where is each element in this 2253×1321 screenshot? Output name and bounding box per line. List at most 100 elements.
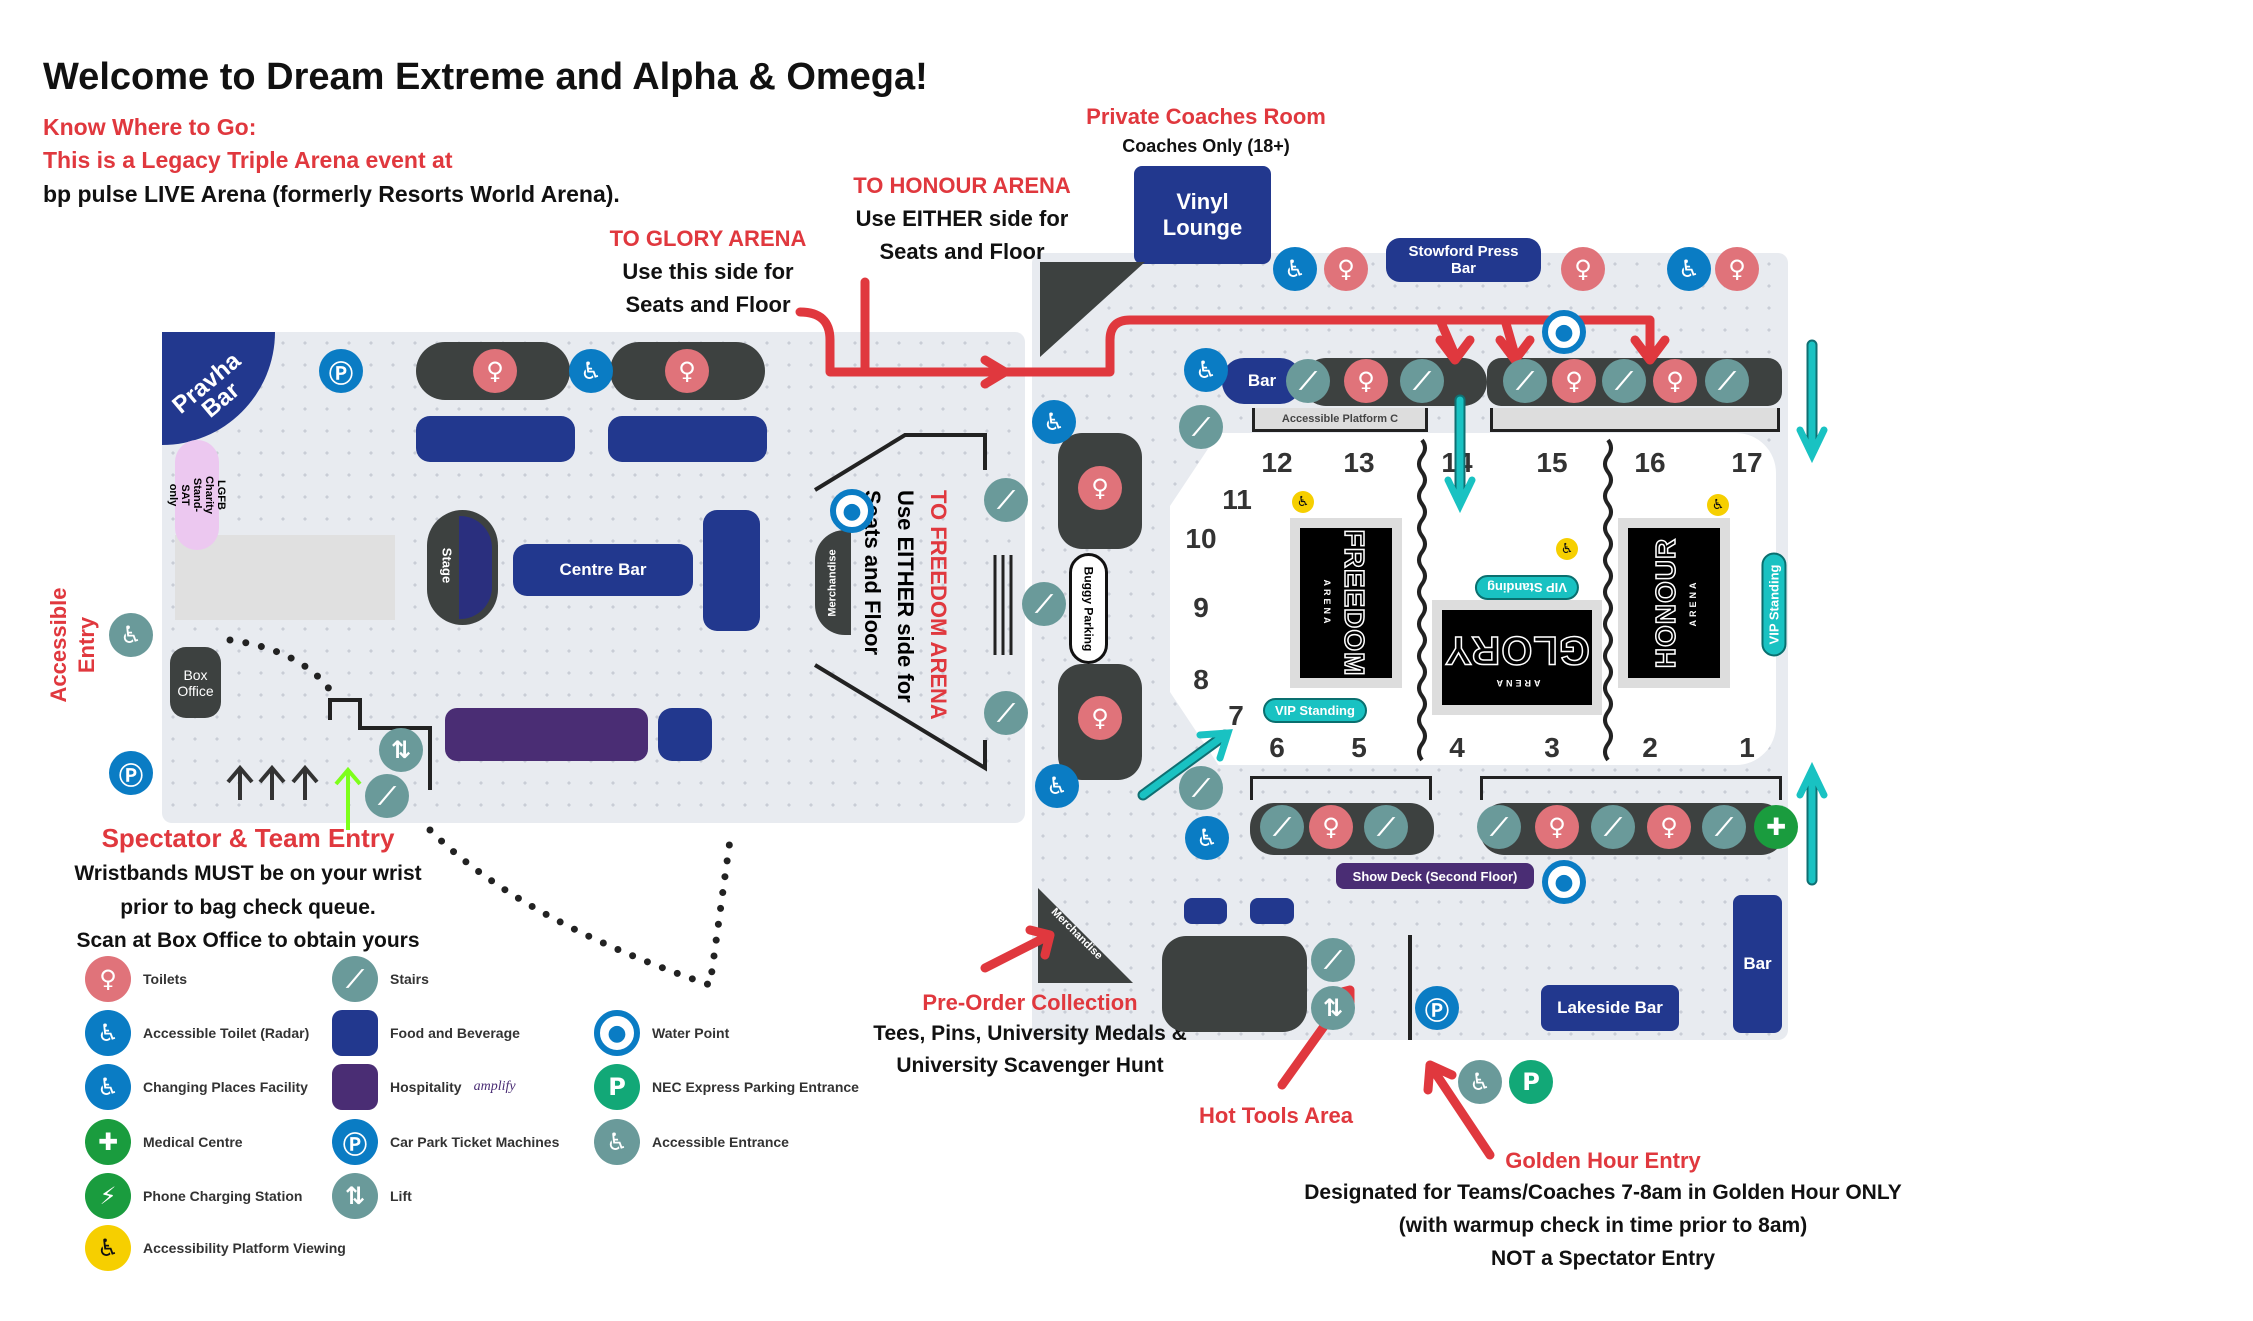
stairs-icon: ⟋	[1179, 766, 1223, 810]
legend-label: Phone Charging Station	[143, 1188, 303, 1204]
hospitality-icon	[332, 1064, 378, 1110]
golden-l3: NOT a Spectator Entry	[1490, 1247, 1716, 1270]
accessible-toilet-icon: ♿	[1035, 764, 1079, 808]
legend-label: Accessible Toilet (Radar)	[143, 1025, 310, 1041]
accessibility-platform-icon: ♿	[1556, 538, 1578, 560]
car-park-ticket-icon: Ⓟ	[332, 1119, 378, 1165]
toilet-icon: ♀	[1561, 247, 1605, 291]
legend-label: Food and Beverage	[390, 1025, 520, 1041]
toilet-icon: ♀	[1324, 247, 1368, 291]
legend-label: Stairs	[390, 971, 429, 987]
toilet-icon: ♀	[1309, 805, 1353, 849]
food-outlet	[1184, 898, 1227, 924]
honour-callout-l1: Use EITHER side for	[855, 206, 1069, 231]
accessible-entrance-icon: ♿	[594, 1119, 640, 1165]
toilet-icon: ♀	[1535, 805, 1579, 849]
stairs-icon: ⟋	[1591, 805, 1635, 849]
changing-places-icon: ♿	[85, 1064, 131, 1110]
stairs-icon: ⟋	[984, 691, 1028, 735]
legend-label: Accessible Entrance	[652, 1134, 789, 1150]
legend-item-accessible-entrance: ♿ Accessible Entrance	[594, 1119, 789, 1165]
accessible-toilet-icon: ♿	[1184, 348, 1228, 392]
legend-item-toilet: ♀Toilets	[85, 956, 187, 1002]
arena-dividers	[328, 438, 1613, 1040]
accessible-toilet-icon: ♿	[1032, 400, 1076, 444]
legend-label: Car Park Ticket Machines	[390, 1134, 560, 1150]
golden-l2: (with warmup check in time prior to 8am)	[1398, 1214, 1808, 1237]
lift-icon: ⇅	[1311, 986, 1355, 1030]
stairs-icon: ⟋	[1705, 359, 1749, 403]
food-beverage-icon	[332, 1010, 378, 1056]
car-park-ticket-icon: Ⓟ	[109, 751, 153, 795]
golden-hour-title: Golden Hour Entry	[1505, 1148, 1701, 1173]
amplify-logo: amplify	[473, 1079, 516, 1094]
golden-hour-arrow	[1423, 1060, 1495, 1160]
medical-icon: ✚	[85, 1119, 131, 1165]
water-point-icon: ●	[830, 489, 874, 533]
food-outlet	[416, 416, 575, 462]
vinyl-lounge: Vinyl Lounge	[1134, 166, 1271, 264]
food-outlet	[1250, 898, 1294, 924]
legend-label: Hospitality	[390, 1079, 462, 1095]
stairs-icon: ⟋	[1022, 582, 1066, 626]
stairs-icon: ⟋	[1702, 805, 1746, 849]
box-office: Box Office	[170, 647, 221, 718]
legend-label: Medical Centre	[143, 1134, 243, 1150]
hot-tools-area	[1162, 936, 1307, 1032]
toilet-icon: ♀	[473, 349, 517, 393]
nec-parking-icon: P	[594, 1064, 640, 1110]
medical-centre-icon: ✚	[1754, 805, 1798, 849]
merchandise-stand: Merchandise	[815, 530, 851, 635]
stairs-icon: ⟋	[1503, 359, 1547, 403]
toilet-icon: ♀	[1715, 247, 1759, 291]
legend-item-hospitality: Hospitality amplify	[332, 1064, 516, 1110]
toilet-icon: ♀	[665, 349, 709, 393]
private-coaches-sub: Coaches Only (18+)	[1122, 136, 1290, 156]
subtitle-line-3: bp pulse LIVE Arena (formerly Resorts Wo…	[43, 181, 620, 207]
grey-area	[175, 535, 395, 620]
lift-icon: ⇅	[332, 1173, 378, 1219]
honour-arena: HONOUR ARENA	[1618, 518, 1730, 688]
teal-direction-arrows	[1139, 341, 1828, 884]
water-point-icon: ●	[1542, 860, 1586, 904]
seating-block-number: 1	[1739, 732, 1755, 763]
seating-block-number: 9	[1193, 592, 1209, 623]
honour-callout-l2: Seats and Floor	[879, 239, 1045, 264]
accessible-toilet-icon: ♿	[1667, 247, 1711, 291]
seating-block-number: 4	[1449, 732, 1465, 763]
vip-standing-badge: VIP Standing	[1263, 698, 1367, 723]
water-point-icon: ●	[1542, 310, 1586, 354]
lgfb-charity-stand: LGFB Charity Stand- SAT only	[167, 440, 227, 550]
stairs-icon: ⟋	[1311, 938, 1355, 982]
glory-callout-l1: Use this side for	[622, 259, 794, 284]
private-coaches-title: Private Coaches Room	[1086, 104, 1326, 129]
seating-block-number: 5	[1351, 732, 1367, 763]
legend-item-food-beverage: Food and Beverage	[332, 1010, 520, 1056]
seating-block-number: 10	[1185, 523, 1217, 554]
queue-line	[226, 636, 734, 990]
honour-callout-title: TO HONOUR ARENA	[853, 173, 1071, 198]
water-point-icon: ●	[594, 1010, 640, 1056]
food-outlet	[658, 708, 712, 761]
toilet-icon: ♀	[1078, 466, 1122, 510]
lift-icon: ⇅	[379, 728, 423, 772]
subtitle-line-2: This is a Legacy Triple Arena event at	[43, 147, 453, 173]
legend-label: NEC Express Parking Entrance	[652, 1079, 859, 1095]
seating-block-number: 7	[1228, 700, 1244, 731]
stairs-icon: ⟋	[1477, 805, 1521, 849]
hospitality-area	[445, 708, 648, 761]
nec-parking-icon: P	[1509, 1060, 1553, 1104]
spectator-l2: prior to bag check queue.	[120, 896, 376, 919]
spectator-entry-title: Spectator & Team Entry	[101, 823, 395, 853]
buggy-parking: Buggy Parking	[1069, 553, 1108, 664]
subtitle-line-1: Know Where to Go:	[43, 114, 257, 140]
legend-item-medical: ✚ Medical Centre	[85, 1119, 243, 1165]
legend-item-car-park-ticket: Ⓟ Car Park Ticket Machines	[332, 1119, 559, 1165]
changing-places-icon: ♿	[1273, 247, 1317, 291]
legend-label: Toilets	[143, 971, 188, 987]
page-title: Welcome to Dream Extreme and Alpha & Ome…	[43, 56, 928, 98]
centre-bar: Centre Bar	[513, 544, 693, 596]
seating-block-number: 12	[1261, 447, 1293, 478]
legend-item-accessibility-platform: ♿Accessibility Platform Viewing	[85, 1225, 346, 1271]
